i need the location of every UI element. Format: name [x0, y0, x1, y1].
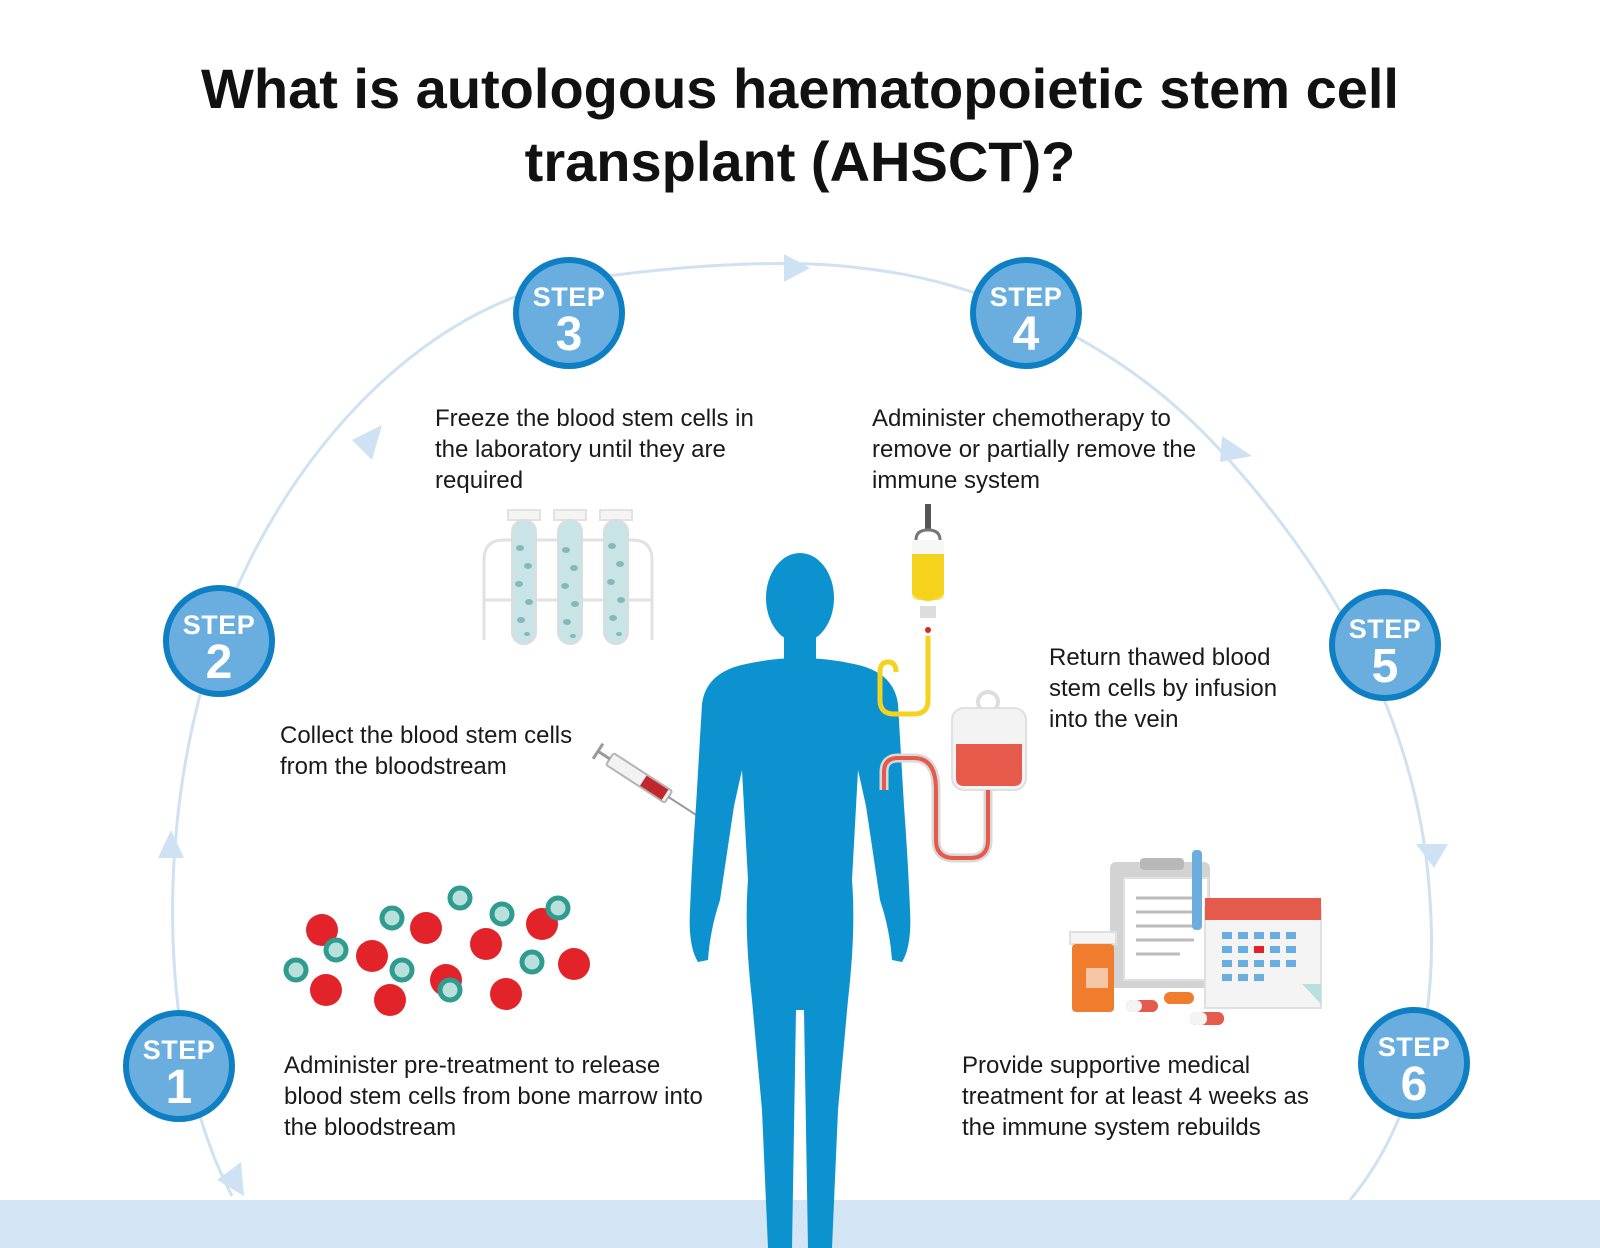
step-number: 4	[1012, 308, 1040, 361]
arc-arrows	[158, 254, 1448, 1196]
clipboard-calendar-pills-icon	[1069, 850, 1322, 1025]
step-1-description: Administer pre-treatment to release bloo…	[284, 1052, 703, 1141]
step-label: STEP	[532, 282, 606, 312]
step-number: 2	[205, 636, 233, 689]
arrow-icon	[158, 830, 184, 858]
human-body-icon	[689, 553, 911, 1248]
step-3-description: Freeze the blood stem cells in the labor…	[435, 405, 754, 494]
arrow-icon	[217, 1162, 244, 1196]
step-4-description: Administer chemotherapy to remove or par…	[872, 405, 1197, 494]
step-4-badge: STEP 4	[970, 257, 1082, 369]
test-tubes-icon	[482, 509, 654, 645]
step-2-description: Collect the blood stem cells from the bl…	[280, 722, 573, 780]
title-line-1: What is autologous haematopoietic stem c…	[201, 57, 1399, 120]
step-5-description: Return thawed blood stem cells by infusi…	[1049, 644, 1278, 733]
step-5-badge: STEP 5	[1329, 589, 1441, 701]
step-label: STEP	[989, 282, 1063, 312]
step-6-badge: STEP 6	[1358, 1007, 1470, 1119]
blood-cells-icon	[283, 885, 590, 1016]
arrow-icon	[1220, 436, 1252, 462]
step-3-badge: STEP 3	[513, 257, 625, 369]
step-number: 5	[1371, 640, 1399, 693]
arrow-icon	[1416, 844, 1448, 868]
arrow-icon	[352, 425, 382, 460]
blood-bag-icon	[879, 690, 1027, 863]
step-label: STEP	[1377, 1032, 1451, 1062]
step-number: 6	[1400, 1058, 1428, 1111]
chemotherapy-drip-icon	[877, 504, 944, 717]
arrow-icon	[784, 254, 810, 282]
step-2-badge: STEP 2	[163, 585, 275, 697]
step-label: STEP	[142, 1035, 216, 1065]
ground-band	[0, 1200, 1600, 1248]
title-line-2: transplant (AHSCT)?	[524, 130, 1076, 193]
step-label: STEP	[182, 610, 256, 640]
step-6-description: Provide supportive medical treatment for…	[962, 1052, 1309, 1141]
step-1-badge: STEP 1	[123, 1010, 235, 1122]
step-label: STEP	[1348, 614, 1422, 644]
page-title: What is autologous haematopoietic stem c…	[0, 52, 1600, 198]
syringe-icon	[591, 742, 700, 818]
step-number: 1	[165, 1061, 193, 1114]
step-number: 3	[555, 308, 583, 361]
